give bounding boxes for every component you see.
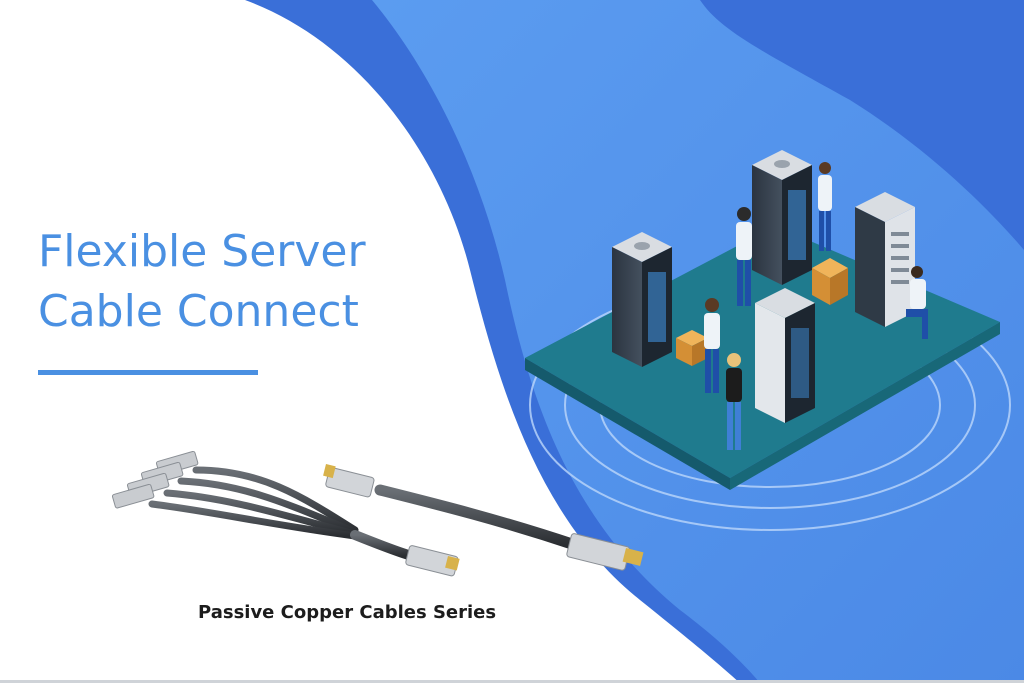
cardboard-box-icon bbox=[676, 330, 708, 366]
server-rack-icon bbox=[855, 192, 915, 327]
headline-line-2: Cable Connect bbox=[38, 286, 359, 337]
product-caption: Passive Copper Cables Series bbox=[198, 602, 497, 623]
technician-icon bbox=[726, 353, 742, 450]
server-rack-icon bbox=[755, 288, 815, 423]
headline: Flexible Server Cable Connect bbox=[38, 222, 366, 342]
technician-icon bbox=[906, 266, 928, 339]
direct-attach-cable-icon bbox=[323, 464, 644, 571]
server-rack-icon bbox=[612, 232, 672, 367]
server-rack-icon bbox=[752, 150, 812, 285]
cardboard-box-icon bbox=[812, 258, 848, 305]
technician-icon bbox=[704, 298, 720, 393]
bottom-divider bbox=[0, 680, 1024, 683]
headline-underline bbox=[38, 370, 258, 375]
headline-line-1: Flexible Server bbox=[38, 226, 366, 277]
technician-icon bbox=[818, 162, 832, 251]
breakout-cable-icon bbox=[111, 450, 460, 577]
technician-icon bbox=[736, 207, 752, 306]
